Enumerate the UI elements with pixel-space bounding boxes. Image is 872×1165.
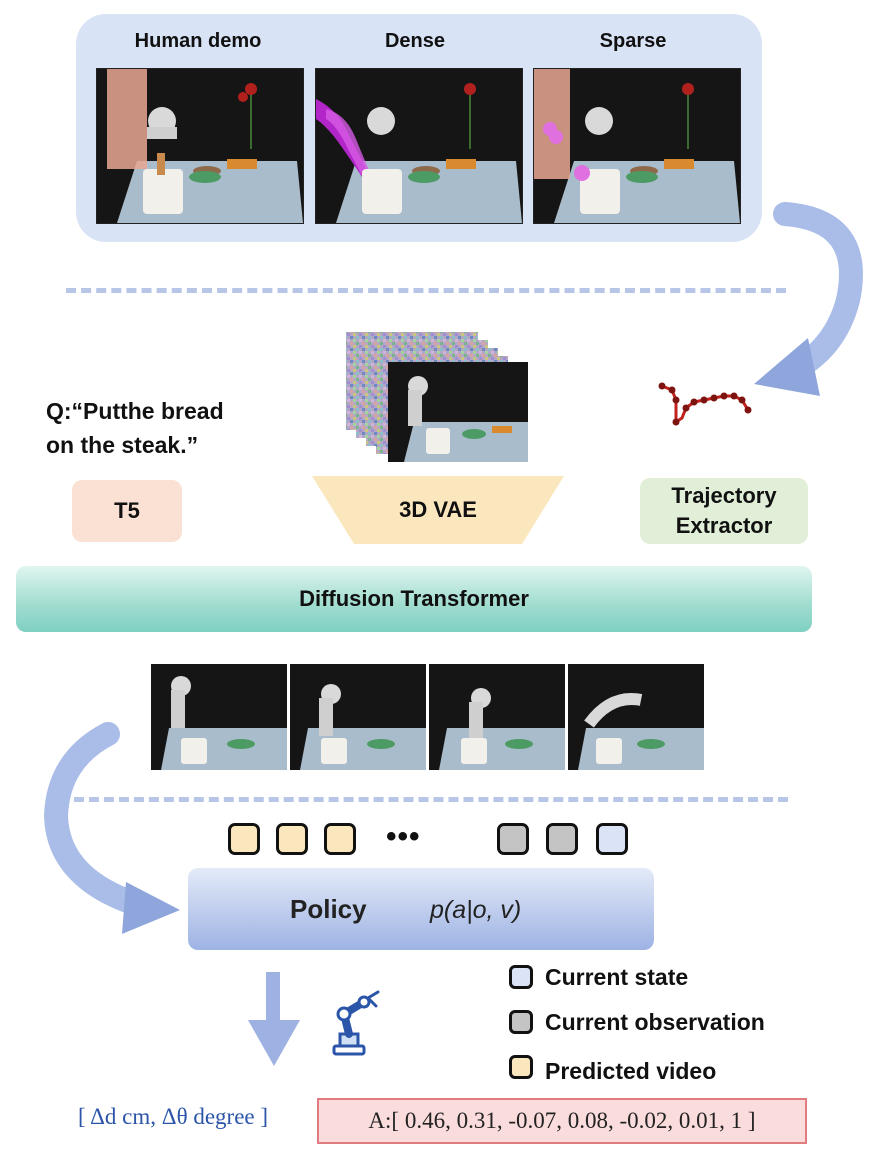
instruction-line-2: on the steak.” (46, 432, 199, 458)
legend-current-observation-swatch (509, 1010, 533, 1034)
predicted-video-token (276, 823, 308, 855)
legend-current-observation: Current observation (545, 1009, 765, 1035)
diffusion-transformer: Diffusion Transformer (16, 566, 812, 632)
policy-block (188, 868, 654, 950)
vae-shape (312, 476, 564, 544)
action-output: A:[ 0.46, 0.31, -0.07, 0.08, -0.02, 0.01… (317, 1098, 807, 1144)
trajectory-extractor: Trajectory Extractor (640, 478, 808, 544)
robot-arm-icon (332, 990, 380, 1056)
separator-top (66, 288, 786, 293)
predicted-video-token (228, 823, 260, 855)
legend-current-state-swatch (509, 965, 533, 989)
t5-encoder: T5 (72, 480, 182, 542)
predicted-video-token (324, 823, 356, 855)
instruction-line-1: Q:“Putthe bread (46, 398, 224, 424)
trajectory-icon (658, 382, 752, 426)
dense-label: Dense (384, 30, 446, 52)
generated-frame-3 (429, 664, 565, 770)
demo-to-trajectory-arrow (754, 202, 863, 396)
trajectory-label-line-2: Extractor (675, 513, 773, 538)
legend-predicted-video: Predicted video (545, 1058, 717, 1084)
action-units: [ Δd cm, Δθ degree ] (78, 1104, 269, 1129)
instruction-text: Q:“Putthe bread on the steak.” (46, 394, 224, 462)
generated-frame-2 (290, 664, 426, 770)
legend-predicted-video-swatch (509, 1055, 533, 1079)
current-observation-token (546, 823, 578, 855)
current-observation-token (497, 823, 529, 855)
human-demo-label: Human demo (134, 30, 262, 52)
video-to-policy-arrow (43, 722, 180, 934)
human-demo-frame (96, 68, 304, 224)
legend-current-state: Current state (545, 964, 689, 990)
vae-label: 3D VAE (399, 497, 477, 522)
generated-frame-1 (151, 664, 287, 770)
current-state-token (596, 823, 628, 855)
policy-formula: p(a|o, v) (430, 896, 522, 924)
trajectory-label-line-1: Trajectory (671, 483, 777, 508)
dense-frame (315, 68, 523, 224)
sparse-label: Sparse (599, 30, 667, 52)
sparse-frame (533, 68, 741, 224)
separator-bottom (74, 797, 788, 802)
token-ellipsis: ••• (386, 820, 421, 853)
noisy-video-stack (346, 332, 528, 462)
down-arrow (248, 972, 300, 1066)
generated-video-strip (151, 664, 704, 770)
policy-label: Policy (290, 894, 367, 924)
generated-frame-4 (568, 664, 704, 770)
